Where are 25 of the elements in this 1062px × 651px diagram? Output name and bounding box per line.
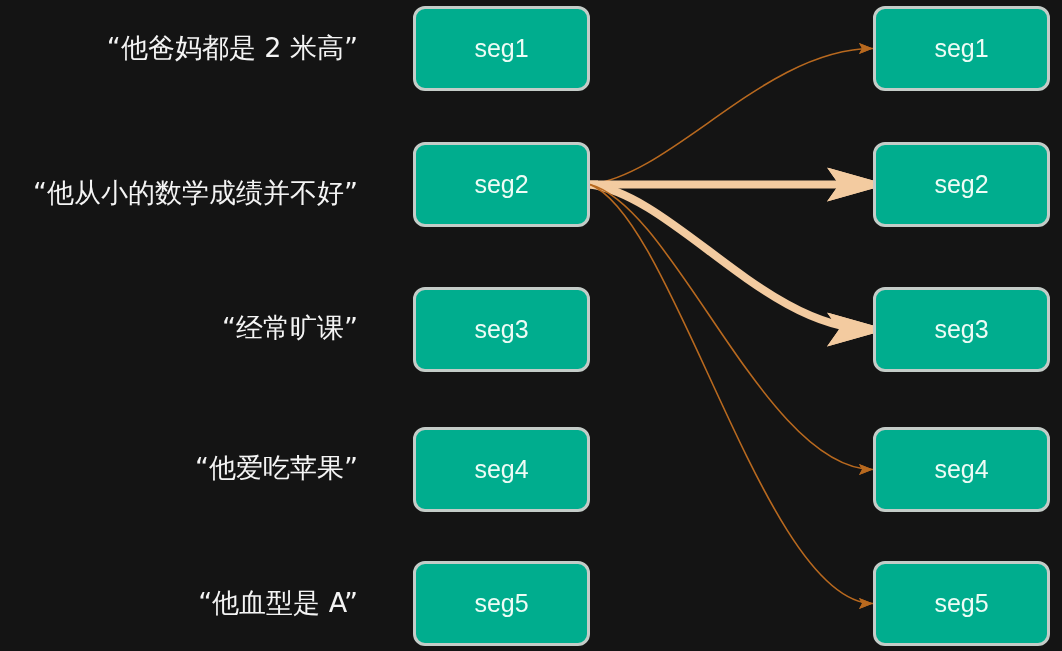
- segment-box: [413, 6, 590, 91]
- segment-box: [413, 427, 590, 512]
- box-label: seg2: [934, 170, 989, 199]
- box-label: seg1: [474, 34, 529, 63]
- segment-box: [873, 427, 1050, 512]
- segment-box: [413, 287, 590, 372]
- quote-text: “他爱吃苹果”: [195, 451, 358, 485]
- segment-box: [413, 561, 590, 646]
- box-label: seg4: [474, 455, 529, 484]
- segment-box: [873, 6, 1050, 91]
- segment-box: [873, 142, 1050, 227]
- box-label: seg4: [934, 455, 989, 484]
- box-label: seg5: [474, 589, 529, 618]
- segment-box: [873, 287, 1050, 372]
- box-label: seg3: [474, 315, 529, 344]
- quote-text: “他爸妈都是 2 米高”: [106, 31, 358, 65]
- quote-text: “经常旷课”: [222, 311, 358, 345]
- box-label: seg3: [934, 315, 989, 344]
- box-label: seg5: [934, 589, 989, 618]
- segment-box: [413, 142, 590, 227]
- quote-text: “他从小的数学成绩并不好”: [33, 176, 358, 210]
- segment-box: [873, 561, 1050, 646]
- box-label: seg2: [474, 170, 529, 199]
- box-label: seg1: [934, 34, 989, 63]
- quote-text: “他血型是 A”: [198, 586, 358, 620]
